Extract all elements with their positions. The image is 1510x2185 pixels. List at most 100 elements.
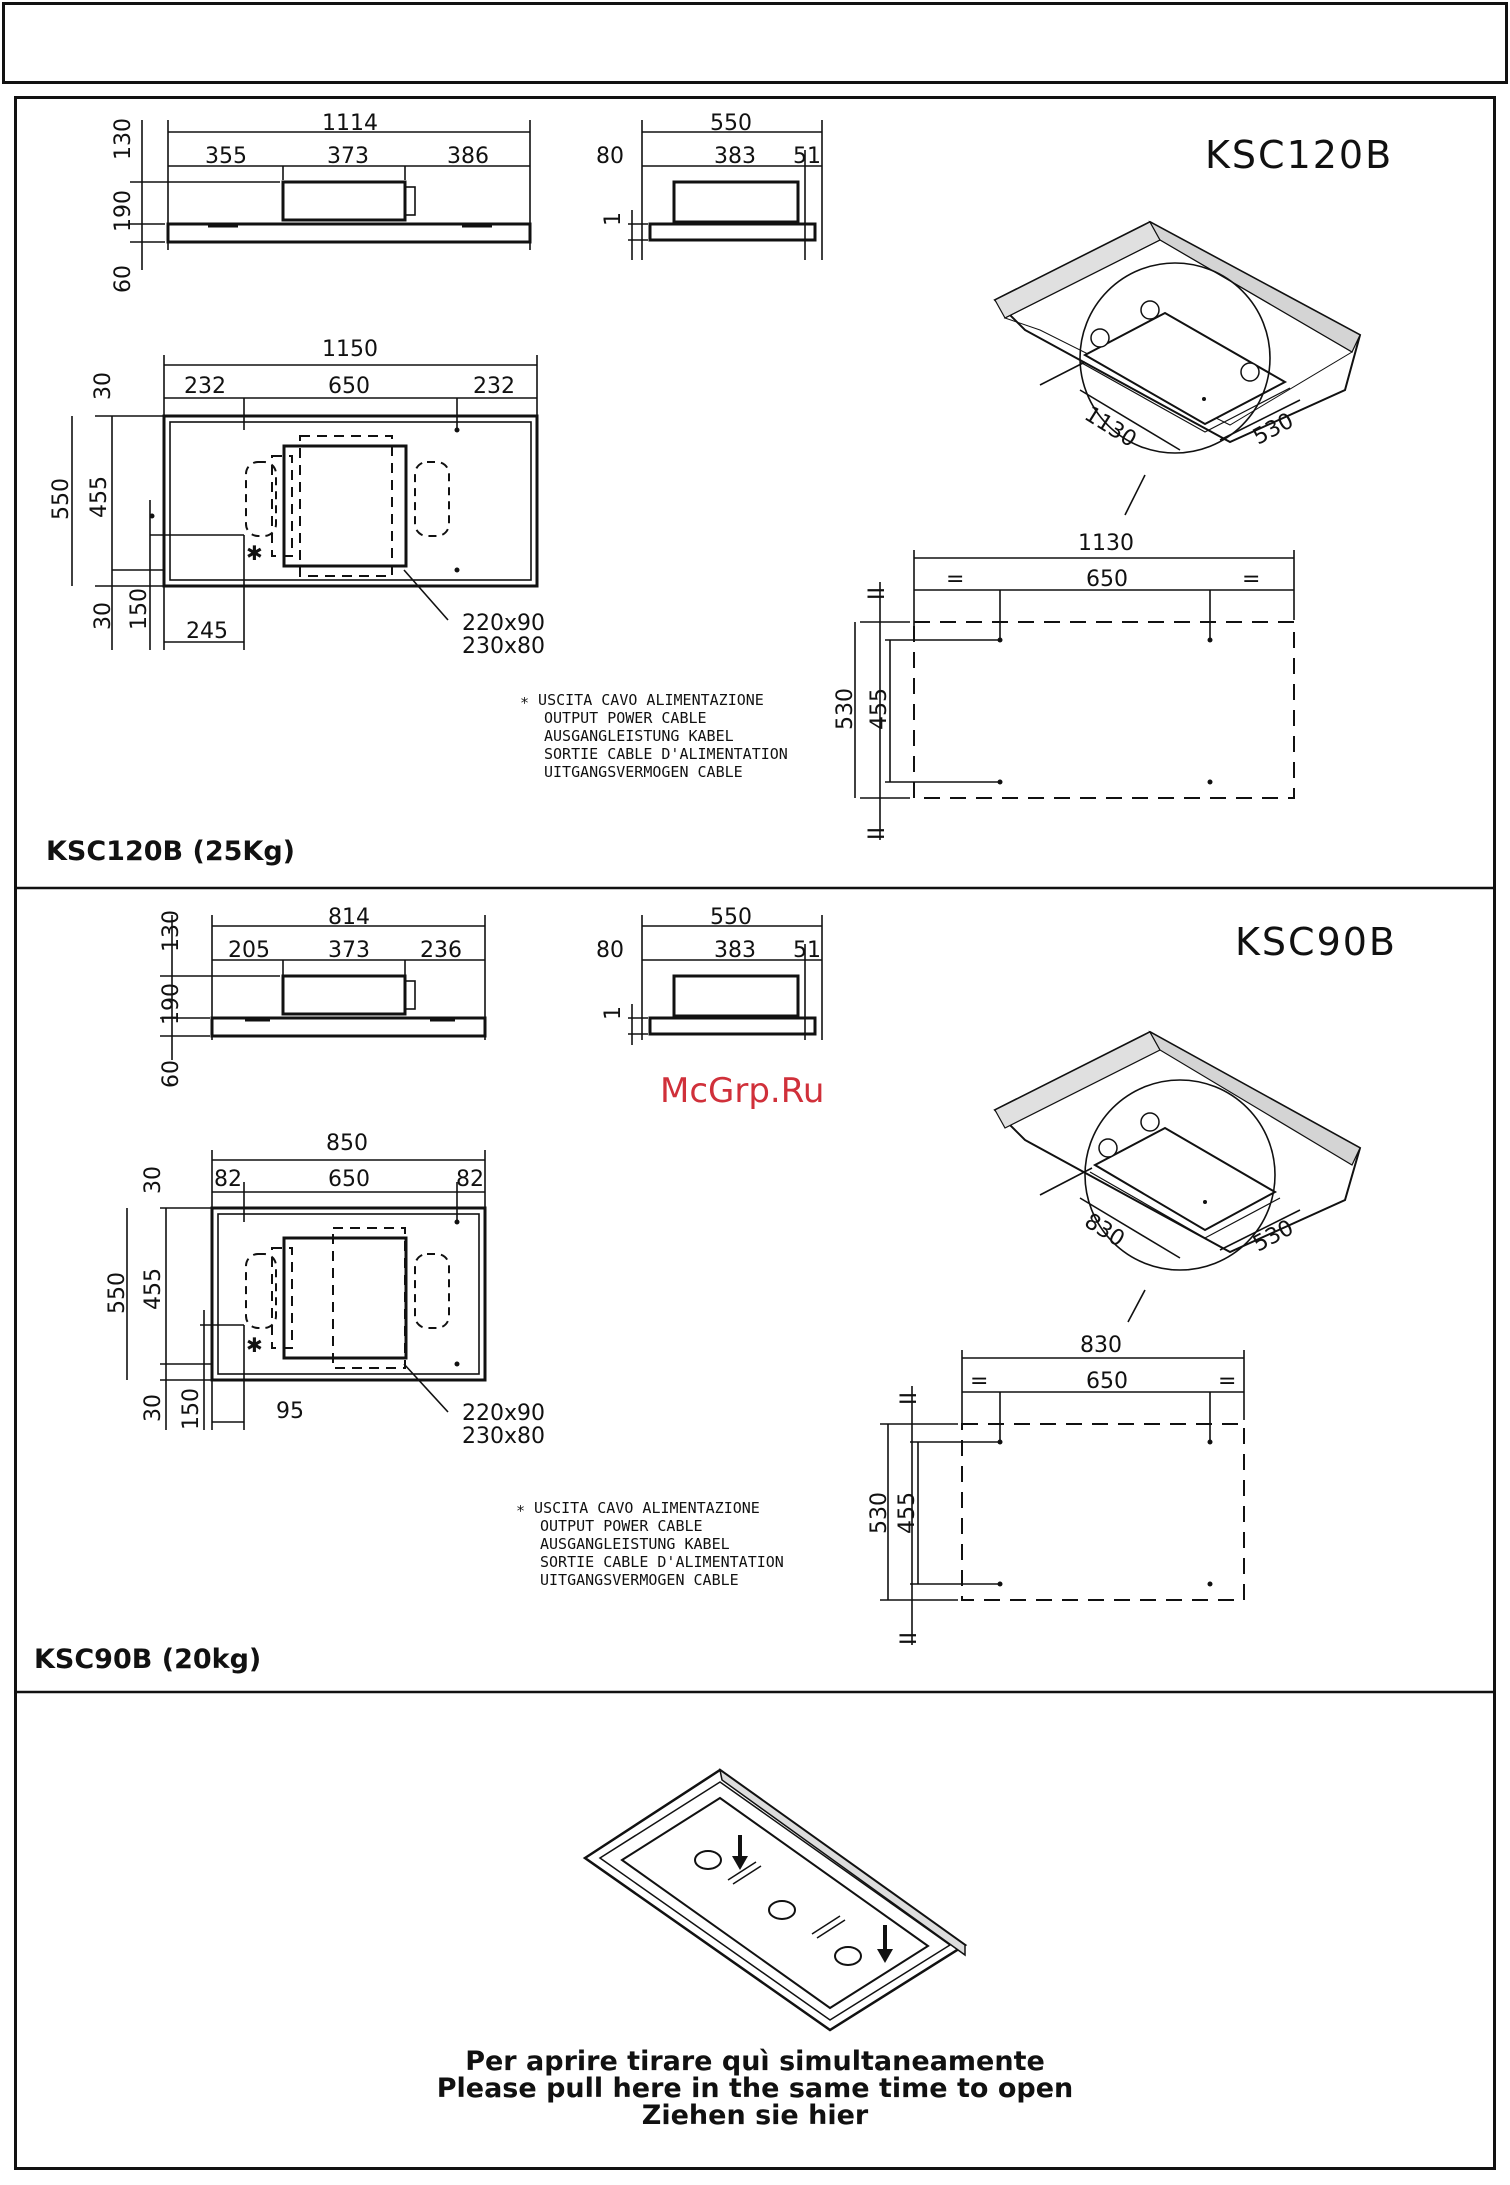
vent-size: 220x90	[462, 1401, 545, 1426]
dim-left: 455	[87, 476, 112, 518]
dim-part: 650	[328, 1167, 370, 1192]
dim-left: 550	[105, 1272, 130, 1314]
end-view: 550 80 383 51 1	[596, 905, 823, 1045]
svg-text:SORTIE CABLE D'ALIMENTATION: SORTIE CABLE D'ALIMENTATION	[544, 745, 788, 763]
svg-text:∗ USCITA CAVO ALIMENTAZIONE: ∗ USCITA CAVO ALIMENTAZIONE	[516, 1499, 760, 1517]
dim-part: 650	[328, 374, 370, 399]
model-caption: KSC120B (25Kg)	[46, 836, 295, 867]
plan-view: ✱ 1150 232 650 232 30 550 455 30 150 245…	[49, 337, 545, 659]
cutout-total: 1130	[1078, 531, 1134, 556]
ceiling-isometric: 1130 530	[993, 220, 1362, 516]
dim-left: 30	[91, 602, 116, 630]
dim-left: 30	[141, 1394, 166, 1422]
dim-height: 130	[159, 910, 184, 952]
cutout-h-outer: 530	[867, 1492, 892, 1534]
dim-part: 386	[447, 144, 489, 169]
svg-text:Ziehen sie hier: Ziehen sie hier	[642, 2100, 869, 2131]
iso-length: 830	[1080, 1209, 1129, 1252]
dim-part: 355	[205, 144, 247, 169]
cutout-eq: =	[946, 567, 964, 592]
dim-left: 150	[179, 1388, 204, 1430]
model-title: KSC90B	[1235, 920, 1397, 964]
dim-height: 190	[159, 983, 184, 1025]
watermark: McGrp.Ru	[660, 1071, 824, 1111]
dim-part: 51	[793, 938, 821, 963]
cutout-eq: =	[970, 1369, 988, 1394]
cutout-mid: 650	[1086, 1369, 1128, 1394]
vent-size: 220x90	[462, 611, 545, 636]
open-instructions: Per aprire tirare quì simultaneamente Pl…	[437, 2046, 1074, 2131]
dim-part: 383	[714, 938, 756, 963]
dim-part: 82	[456, 1167, 484, 1192]
cutout-drawing: 1130 = 650 = 530 455 II II	[833, 531, 1295, 840]
svg-text:Per aprire tirare quì simultan: Per aprire tirare quì simultaneamente	[465, 2046, 1045, 2077]
cutout-h-inner: 455	[895, 1492, 920, 1534]
svg-text:✱: ✱	[246, 1333, 263, 1357]
svg-text:SORTIE CABLE D'ALIMENTATION: SORTIE CABLE D'ALIMENTATION	[540, 1553, 784, 1571]
svg-text:AUSGANGLEISTUNG KABEL: AUSGANGLEISTUNG KABEL	[540, 1535, 730, 1553]
cutout-mid: 650	[1086, 567, 1128, 592]
header-box	[2, 2, 1508, 84]
ksc120-section: KSC120B KSC120B (25Kg) 1114 355 373 386 …	[46, 111, 1393, 867]
plan-view: ✱ 850 82 650 82 30 550 455 30 150 95 220…	[105, 1131, 545, 1449]
dim-left: 150	[127, 588, 152, 630]
dim-part: 82	[214, 1167, 242, 1192]
dim-part: 373	[328, 938, 370, 963]
dim-part: 205	[228, 938, 270, 963]
model-caption: KSC90B (20kg)	[34, 1644, 261, 1675]
dim-mark: 1	[601, 212, 626, 226]
dim-part: 383	[714, 144, 756, 169]
svg-text:AUSGANGLEISTUNG KABEL: AUSGANGLEISTUNG KABEL	[544, 727, 734, 745]
dim-part: 236	[420, 938, 462, 963]
dim-part: 232	[184, 374, 226, 399]
ksc90-section: KSC90B KSC90B (20kg) 814 205 373 236 130…	[34, 905, 1397, 1675]
cutout-mark: II	[897, 1632, 922, 1645]
dim-total: 1150	[322, 337, 378, 362]
dim-offset: 245	[186, 619, 228, 644]
cutout-h-inner: 455	[867, 688, 892, 730]
dim-left: 455	[141, 1268, 166, 1310]
dim-part: 51	[793, 144, 821, 169]
dim-height: 190	[111, 190, 136, 232]
dim-total: 550	[710, 905, 752, 930]
svg-text:✱: ✱	[246, 541, 263, 565]
cutout-eq: =	[1242, 567, 1260, 592]
dim-total: 1114	[322, 111, 378, 136]
opening-panel-drawing	[582, 1768, 968, 2032]
cutout-mark: II	[865, 827, 890, 840]
svg-text:∗ USCITA CAVO ALIMENTAZIONE: ∗ USCITA CAVO ALIMENTAZIONE	[520, 691, 764, 709]
svg-text:OUTPUT POWER CABLE: OUTPUT POWER CABLE	[544, 709, 707, 727]
dim-offset: 95	[276, 1399, 304, 1424]
dim-left: 30	[91, 372, 116, 400]
cutout-mark: II	[865, 587, 890, 600]
side-view: 1114 355 373 386 130 190 60	[111, 111, 532, 293]
dim-part: 232	[473, 374, 515, 399]
dim-height: 130	[111, 118, 136, 160]
dim-total: 814	[328, 905, 370, 930]
cutout-mark: II	[897, 1392, 922, 1405]
drawing-frame	[14, 96, 1496, 2170]
model-title: KSC120B	[1205, 133, 1393, 177]
dim-mark: 1	[601, 1006, 626, 1020]
cutout-h-outer: 530	[833, 688, 858, 730]
end-view: 550 80 383 51 1	[596, 111, 823, 260]
cable-note: ∗ USCITA CAVO ALIMENTAZIONE OUTPUT POWER…	[520, 691, 788, 781]
iso-length: 1130	[1080, 402, 1141, 453]
vent-size: 230x80	[462, 634, 545, 659]
dim-total: 850	[326, 1131, 368, 1156]
dim-left: 550	[49, 478, 74, 520]
ceiling-isometric: 830 530	[993, 1030, 1362, 1323]
dim-part: 80	[596, 144, 624, 169]
cutout-drawing: 830 = 650 = 530 455 II II	[867, 1333, 1245, 1645]
cutout-total: 830	[1080, 1333, 1122, 1358]
svg-text:OUTPUT POWER CABLE: OUTPUT POWER CABLE	[540, 1517, 703, 1535]
cable-note: ∗ USCITA CAVO ALIMENTAZIONE OUTPUT POWER…	[516, 1499, 784, 1589]
cutout-eq: =	[1218, 1369, 1236, 1394]
dim-part: 80	[596, 938, 624, 963]
vent-size: 230x80	[462, 1424, 545, 1449]
dim-height: 60	[111, 265, 136, 293]
dim-left: 30	[141, 1166, 166, 1194]
svg-text:UITGANGSVERMOGEN CABLE: UITGANGSVERMOGEN CABLE	[544, 763, 743, 781]
dim-total: 550	[710, 111, 752, 136]
